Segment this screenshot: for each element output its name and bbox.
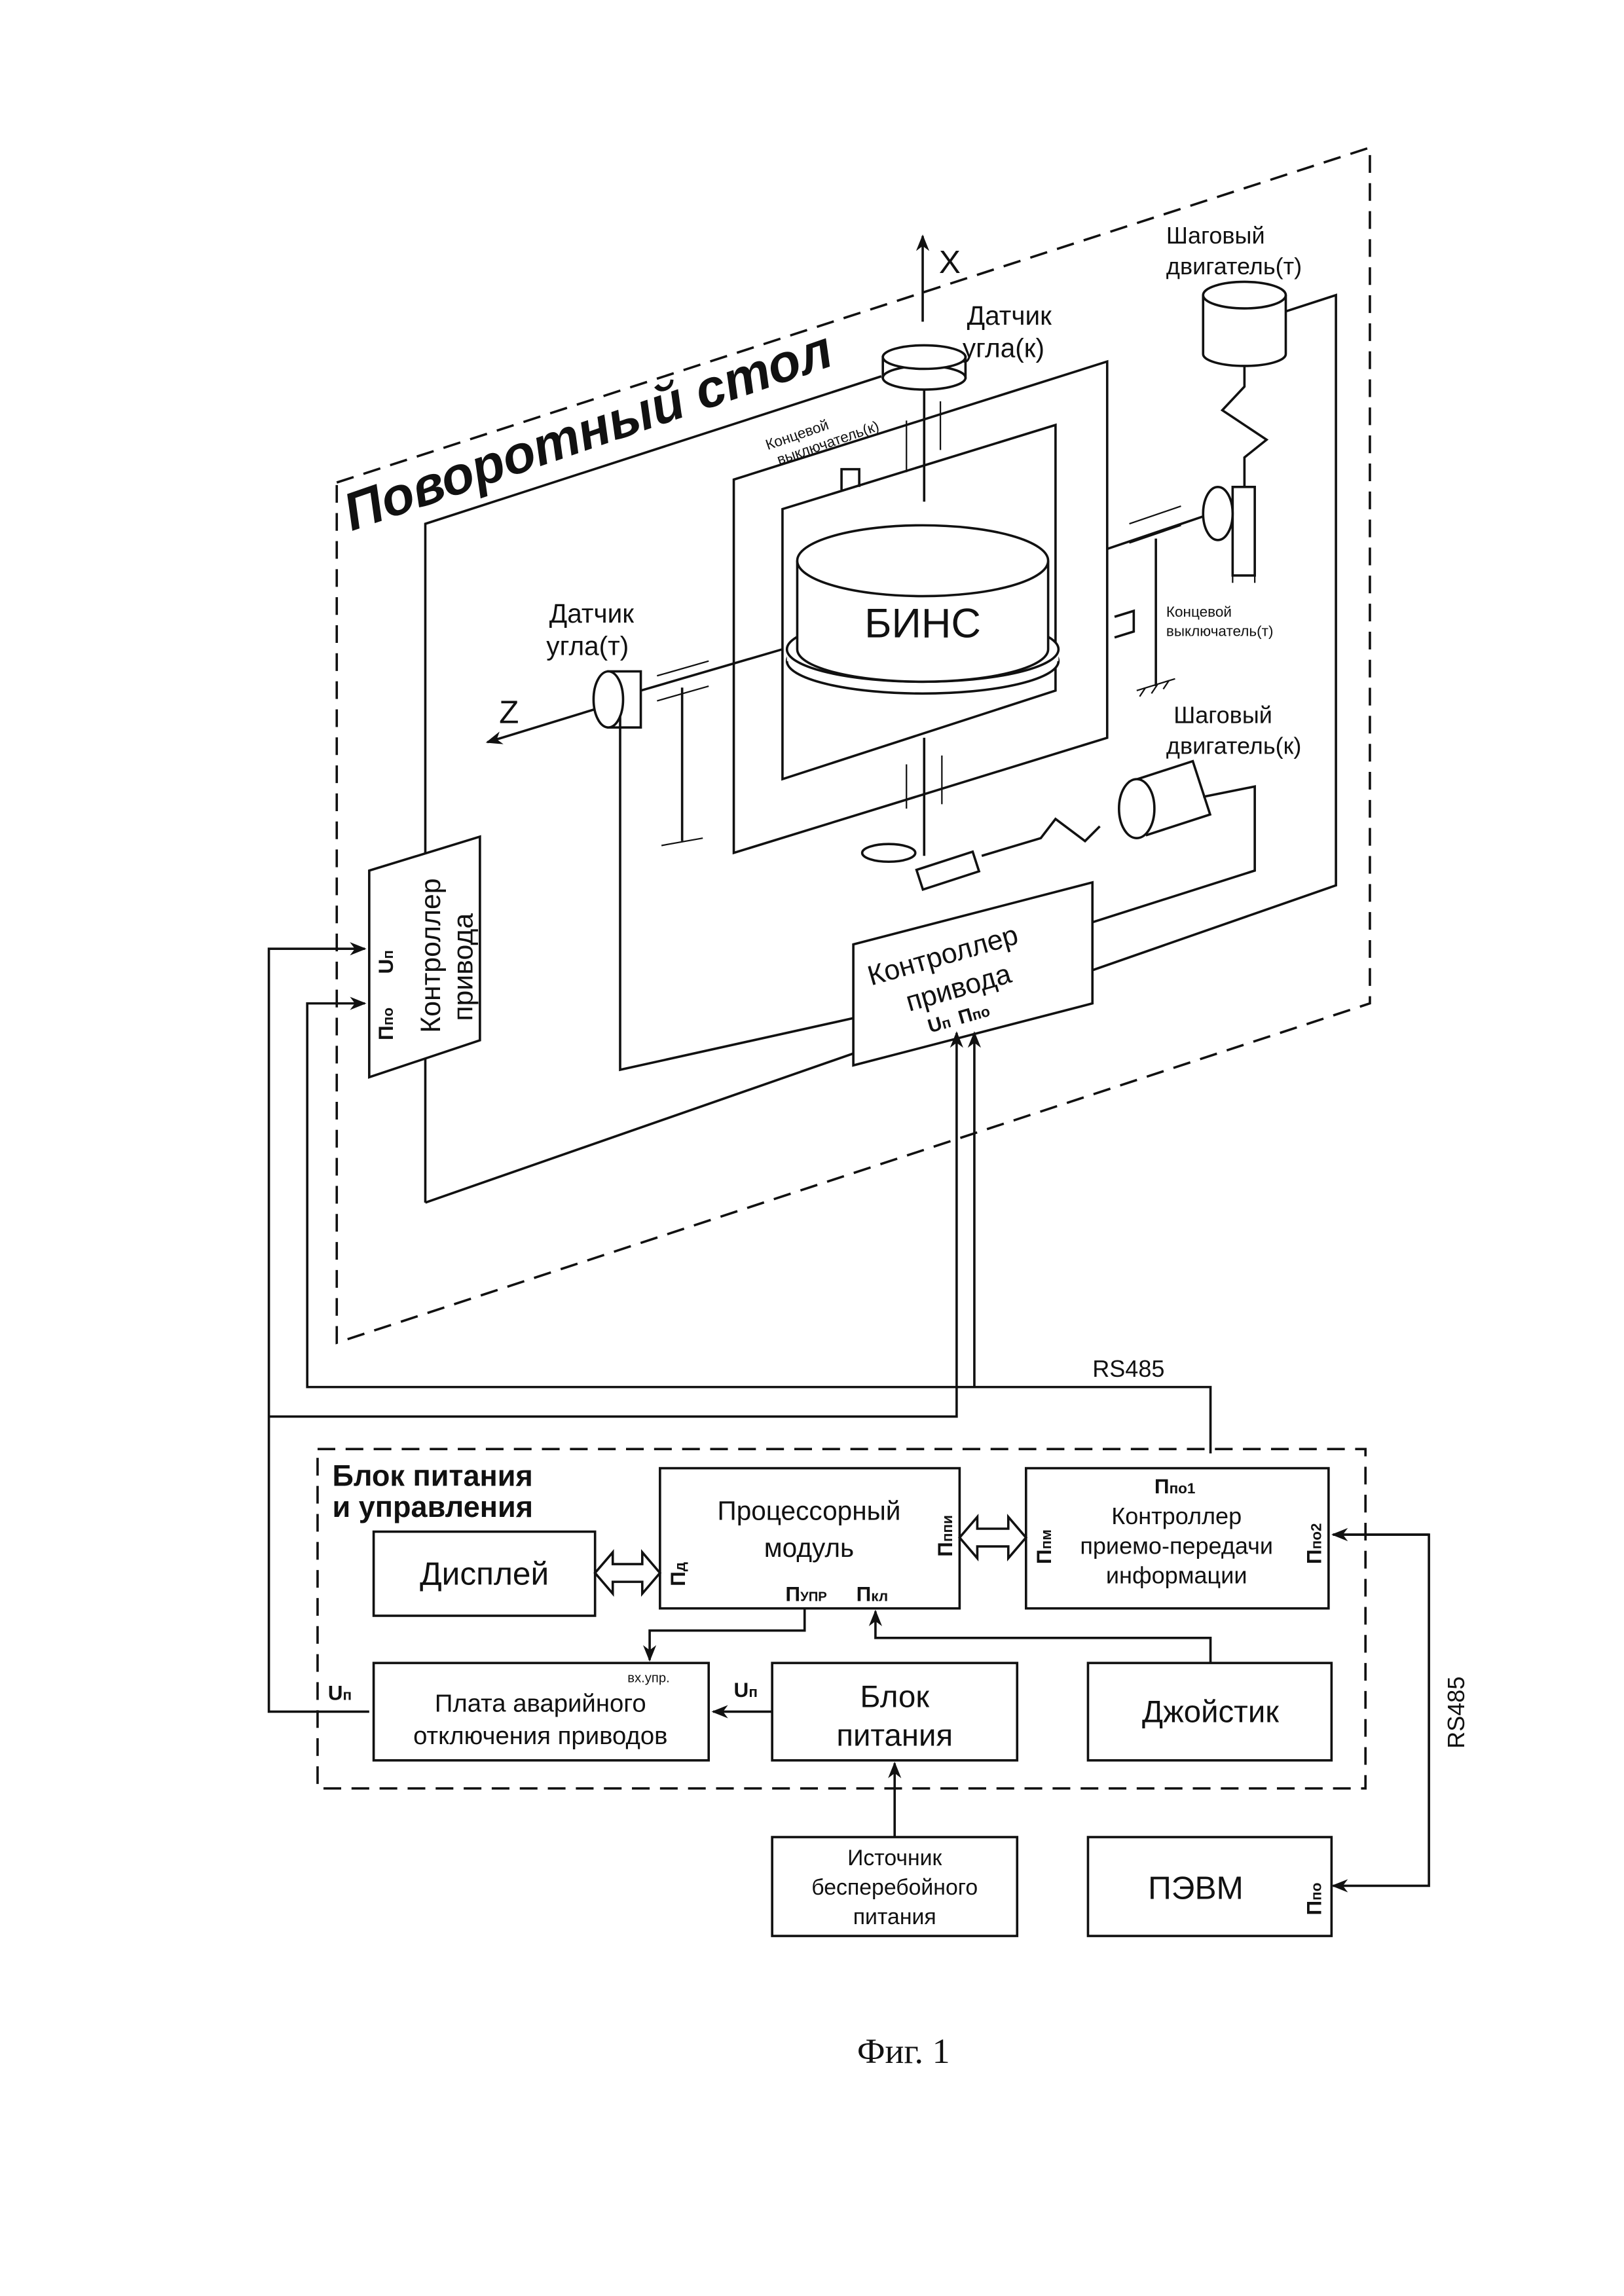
stepper-motor-k-label: Шаговыйдвигатель(к) xyxy=(1166,701,1301,759)
processor-module: Процессорныймодуль Пд Пппи ПУПР Пкл xyxy=(660,1468,960,1609)
limit-switch-t-label: Концевойвыключатель(т) xyxy=(1166,604,1274,639)
transceiver-controller: Ппо1 Контроллерприемо-передачиинформации… xyxy=(1026,1468,1329,1609)
figure-caption: Фиг. 1 xyxy=(857,2032,950,2071)
emergency-shutdown-board: вх.упр. Плата аварийногоотключения приво… xyxy=(328,1663,758,1760)
limit-switch-t xyxy=(1115,611,1134,638)
angle-sensor-t-label: Датчикугла(т) xyxy=(546,598,634,661)
rotary-table-title: Поворотный стол xyxy=(336,320,840,543)
svg-text:Uп: Uп xyxy=(328,1681,352,1704)
wire-data-left xyxy=(307,1004,1210,1453)
drive-controller-right: Контроллерпривода UпПпо xyxy=(853,883,1092,1065)
svg-text:вх.упр.: вх.упр. xyxy=(627,1671,670,1685)
angle-sensor-k-label: Датчикугла(к) xyxy=(963,301,1052,363)
rs485-right-label: RS485 xyxy=(1443,1677,1469,1749)
bus-arrow-display-processor xyxy=(595,1552,660,1594)
stepper-motor-t-label: Шаговыйдвигатель(т) xyxy=(1166,222,1302,280)
joystick: Джойстик xyxy=(1088,1663,1331,1760)
stepper-motor-t xyxy=(1203,282,1285,583)
svg-text:Джойстик: Джойстик xyxy=(1142,1694,1279,1729)
bus-arrow-processor-transceiver xyxy=(959,1517,1025,1558)
z-axis-label: Z xyxy=(499,693,519,730)
stepper-motor-k xyxy=(917,761,1210,890)
svg-text:Uп: Uп xyxy=(734,1678,758,1702)
ups: Источникбесперебойногопитания xyxy=(772,1837,1017,1936)
rs485-link-pc xyxy=(1333,1535,1430,1886)
x-axis-label: X xyxy=(939,244,961,280)
svg-text:Дисплей: Дисплей xyxy=(420,1556,549,1592)
wire-power-left xyxy=(269,949,369,1711)
bins-unit: БИНС xyxy=(787,525,1059,693)
bins-label: БИНС xyxy=(864,601,981,647)
limit-switch-k-label: Концевойвыключатель(к) xyxy=(764,401,881,469)
pc: ПЭВМ Ппо xyxy=(1088,1837,1331,1936)
control-block-title: Блок питанияи управления xyxy=(332,1459,533,1523)
drive-controller-left: Контроллерпривода Uп Ппо xyxy=(369,837,480,1077)
angle-sensor-t xyxy=(593,672,640,728)
rs485-top-label: RS485 xyxy=(1092,1355,1164,1382)
angle-sensor-k xyxy=(883,345,965,390)
display: Дисплей xyxy=(374,1532,595,1616)
power-supply: Блокпитания xyxy=(772,1663,1017,1760)
svg-text:ПЭВМ: ПЭВМ xyxy=(1148,1870,1244,1906)
